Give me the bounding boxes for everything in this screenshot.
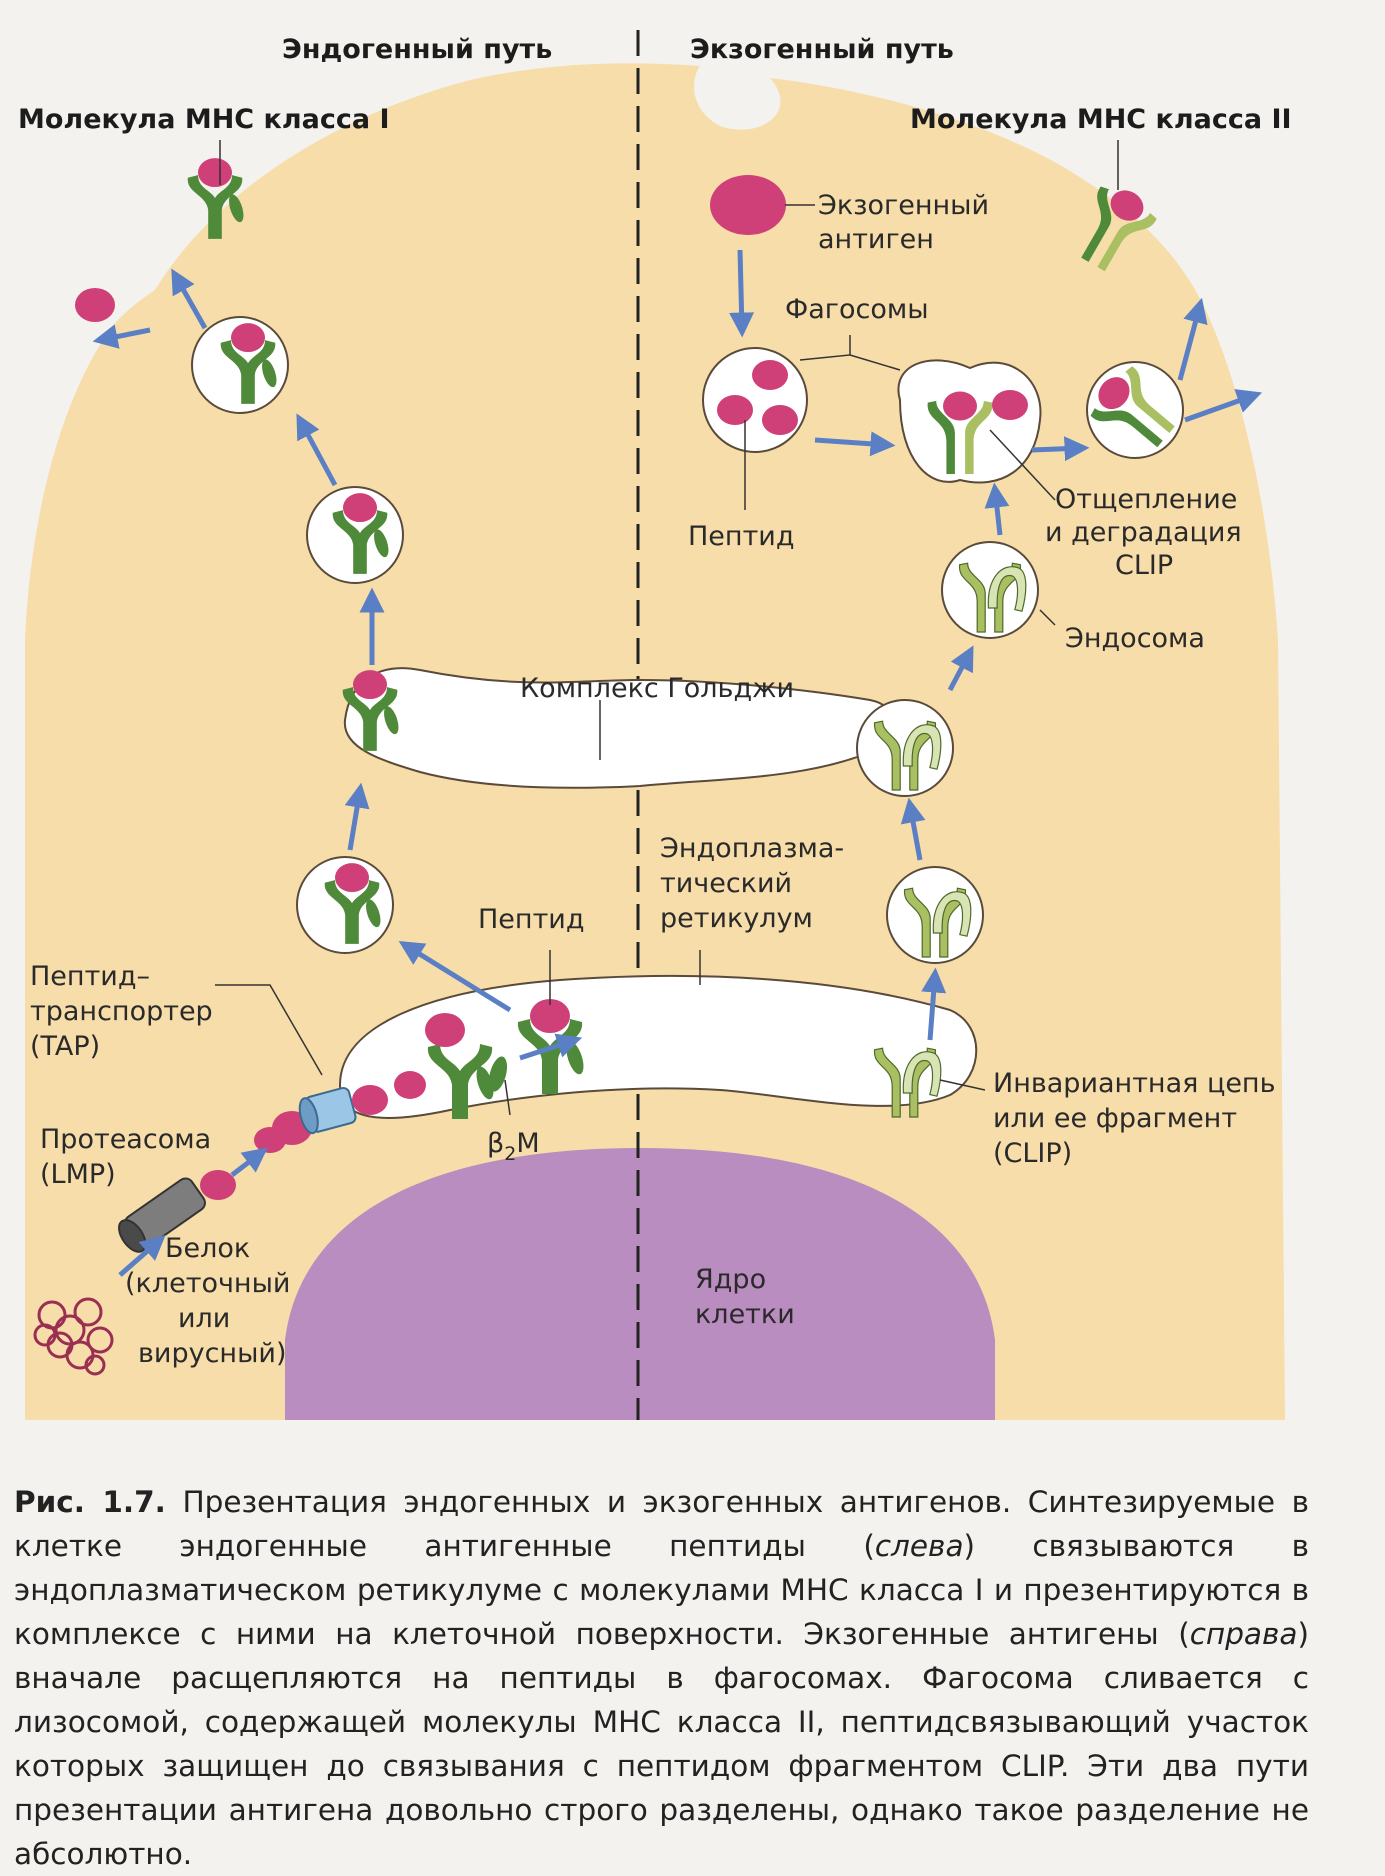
label-golgi: Комплекс Гольджи (520, 673, 794, 704)
b2m (488, 1056, 508, 1092)
label-nucleus: Ядро (695, 1264, 766, 1295)
label-nucleus: клетки (695, 1299, 795, 1330)
header-exogenous: Экзогенный путь (690, 34, 954, 65)
label-endosome: Эндосома (1065, 623, 1205, 654)
figure-caption: Рис. 1.7. Презентация эндогенных и экзог… (14, 1480, 1309, 1876)
caption-text: Презентация эндогенных и экзогенных анти… (14, 1485, 1309, 1563)
label-protein: (клеточный (125, 1268, 290, 1299)
label-tap: Пептид– (30, 961, 150, 992)
label-tap: транспортер (30, 996, 213, 1027)
label-er: ретикулум (660, 903, 813, 934)
fusing-vesicle-mhc2 (1082, 359, 1187, 462)
label-peptide-right: Пептид (688, 521, 795, 552)
mhc1-in-er (425, 1013, 497, 1119)
label-phagosomes: Фагосомы (785, 294, 929, 325)
label-peptide-left: Пептид (478, 904, 585, 935)
label-er: тический (660, 868, 792, 899)
label-exogenous-antigen: антиген (818, 224, 934, 255)
peptide-fragment (200, 1170, 236, 1200)
label-invariant: или ее фрагмент (993, 1103, 1237, 1134)
er-vesicle-mhc2 (886, 866, 984, 964)
antigen-presentation-diagram: Эндогенный путь Экзогенный путь Молекула… (18, 30, 1292, 1421)
endogenous-arrows (92, 268, 583, 1277)
label-proteasome: Протеасома (40, 1124, 211, 1155)
endosome (941, 541, 1039, 639)
label-clip: CLIP (1115, 550, 1173, 581)
caption-italic: справа (1189, 1617, 1298, 1651)
label-protein: вирусный) (138, 1338, 286, 1369)
label-tap: (TAP) (30, 1031, 100, 1062)
label-protein: или (178, 1303, 230, 1334)
header-endogenous: Эндогенный путь (282, 34, 552, 65)
caption-text: ) связываются в эндоплазматическом ретик… (14, 1529, 1309, 1651)
exogenous-antigen (710, 175, 786, 235)
label-b2m: β2M (487, 1128, 540, 1165)
label-clip: и деградация (1045, 517, 1242, 548)
caption-number: Рис. 1.7. (14, 1485, 166, 1519)
label-clip: Отщепление (1055, 484, 1237, 515)
phagosome (702, 347, 808, 453)
label-er: Эндоплазма- (660, 833, 844, 864)
label-invariant: Инвариантная цепь (993, 1068, 1276, 1099)
label-mhc2: Молекула МНС класса II (910, 104, 1292, 135)
peptide-in-er (394, 1071, 426, 1099)
exogenous-arrows (729, 249, 1263, 1041)
label-exogenous-antigen: Экзогенный (818, 190, 989, 221)
peptide-fragment (254, 1127, 286, 1153)
label-invariant: (CLIP) (993, 1138, 1072, 1169)
tap-transporter (298, 1087, 357, 1135)
caption-italic: слева (874, 1529, 964, 1563)
vesicle-mhc1 (306, 486, 404, 584)
protein-coil (33, 1297, 114, 1376)
peptide-in-er (352, 1085, 388, 1115)
phagolysosome (897, 359, 1042, 484)
leader-lines (215, 140, 1119, 1116)
label-mhc1: Молекула МНС класса I (18, 104, 390, 135)
golgi-vesicle-mhc2 (856, 699, 954, 797)
cell-nucleus (285, 1148, 995, 1420)
caption-text: ) вначале расщепляются на пептиды в фаго… (14, 1617, 1309, 1871)
released-peptide (75, 288, 115, 322)
fusing-vesicle-mhc1 (191, 316, 289, 414)
vesicle-mhc1 (296, 856, 394, 954)
label-proteasome: (LMP) (40, 1159, 116, 1190)
label-protein: Белок (165, 1233, 250, 1264)
